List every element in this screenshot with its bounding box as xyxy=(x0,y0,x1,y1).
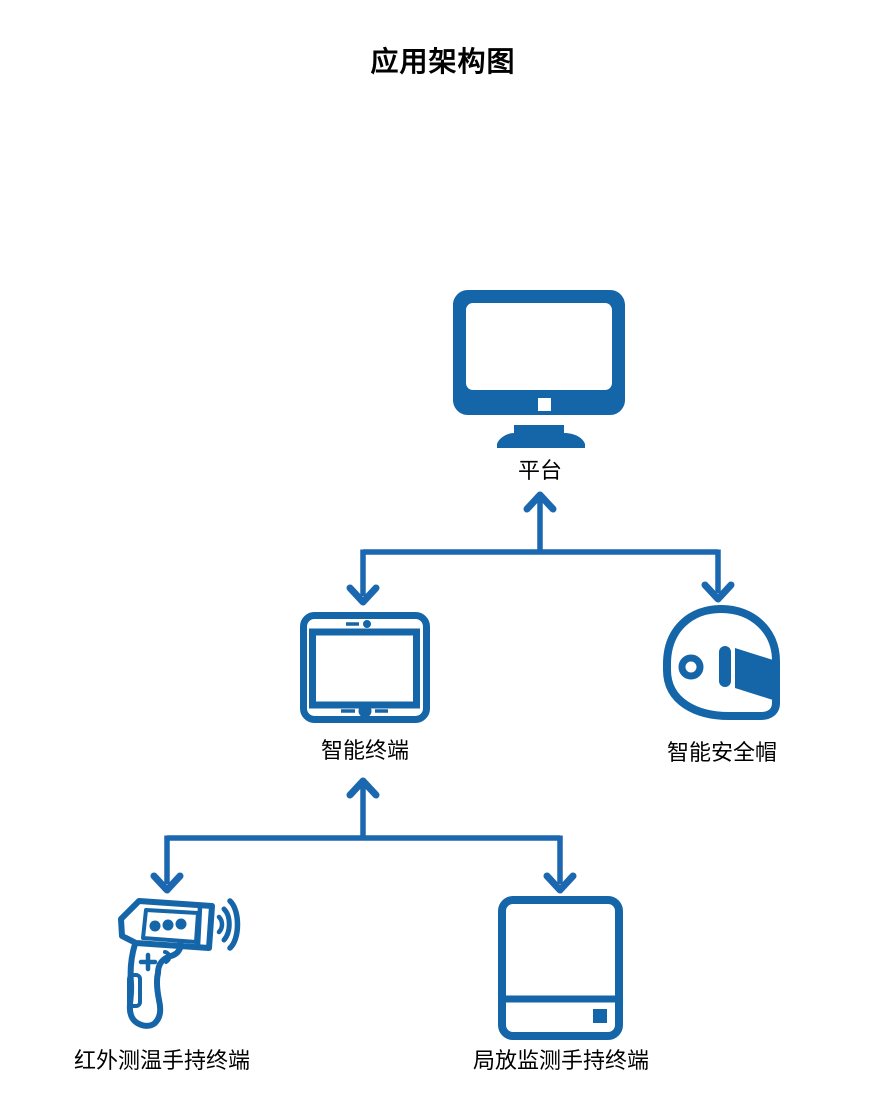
node-platform-label: 平台 xyxy=(517,458,563,483)
node-smart-terminal-label: 智能终端 xyxy=(320,738,410,763)
node-smart-helmet-label: 智能安全帽 xyxy=(666,740,778,765)
diagram-title: 应用架构图 xyxy=(370,46,516,77)
safety-helmet-icon xyxy=(663,605,780,720)
node-ir-thermometer-label: 红外测温手持终端 xyxy=(73,1048,251,1073)
node-pd-monitor-label: 局放监测手持终端 xyxy=(472,1048,650,1073)
handheld-device-icon xyxy=(498,896,623,1040)
tablet-icon xyxy=(300,612,430,723)
ir-thermometer-gun-icon xyxy=(118,898,241,1029)
desktop-monitor-icon xyxy=(453,290,625,448)
